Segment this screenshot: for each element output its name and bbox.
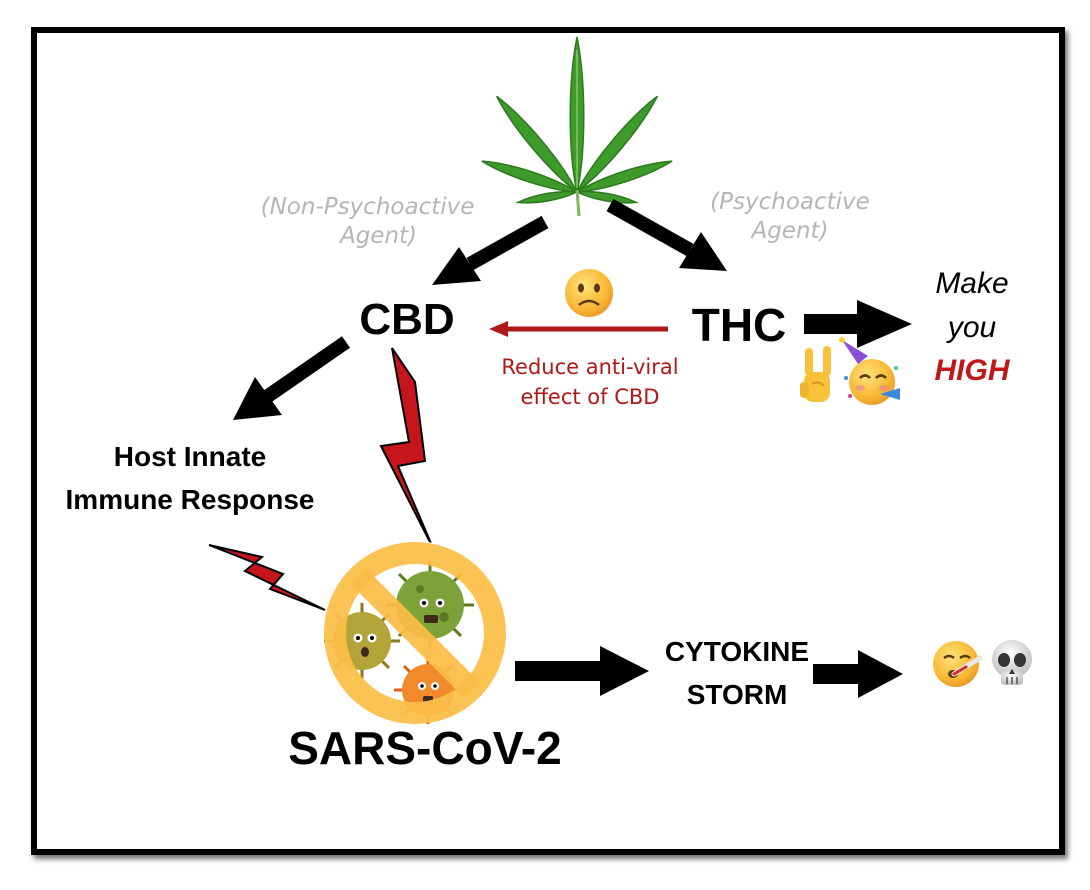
arrow-leaf-to-cbd	[432, 215, 549, 285]
cbd-label: CBD	[359, 295, 455, 344]
party-face-icon	[839, 337, 900, 405]
thc-label: THC	[691, 299, 787, 351]
non-psychoactive-line1: (Non-Psychoactive	[260, 194, 475, 220]
non-psychoactive-line2: Agent)	[339, 222, 418, 249]
inhibit-arrow-thc-to-cbd	[489, 321, 668, 337]
host-immune-label: Host Innate Immune Response	[40, 435, 340, 522]
frowning-face-icon	[565, 269, 613, 317]
skull-icon	[992, 640, 1032, 685]
lightning-bolt-icon	[379, 347, 434, 549]
cannabis-leaf-icon	[481, 36, 673, 217]
cytokine-storm-label: CYTOKINE STORM	[652, 630, 822, 717]
reduce-line1: Reduce anti-viral	[501, 355, 679, 379]
make-line1: Make	[935, 267, 1009, 300]
host-line1: Host Innate	[113, 441, 267, 472]
no-virus-sign-icon	[323, 541, 507, 725]
psychoactive-line1: (Psychoactive	[710, 189, 870, 215]
arrow-leaf-to-thc	[606, 198, 727, 271]
reduce-line2: effect of CBD	[520, 385, 660, 410]
sick-face-icon	[933, 641, 983, 687]
make-line2: you	[947, 310, 997, 344]
lightning-bolt-icon	[208, 544, 326, 611]
arrow-thc-to-high	[804, 300, 912, 348]
rock-on-hand-icon	[800, 346, 831, 402]
cytokine-line2: STORM	[686, 679, 788, 711]
cytokine-line1: CYTOKINE	[664, 636, 810, 667]
psychoactive-line2: Agent)	[751, 217, 829, 244]
non-psychoactive-label: (Non-Psychoactive Agent)	[250, 193, 485, 251]
arrow-sars-to-cytokine	[515, 646, 649, 696]
sars-cov-2-label: SARS-CoV-2	[288, 722, 562, 774]
arrow-cytokine-to-death	[813, 650, 903, 698]
host-line2: Immune Response	[65, 484, 315, 516]
high-text: HIGH	[934, 354, 1010, 387]
make-you-high-label: Make you HIGH	[912, 262, 1032, 393]
reduce-effect-label: Reduce anti-viral effect of CBD	[470, 354, 710, 411]
arrow-cbd-to-host	[233, 336, 350, 420]
psychoactive-label: (Psychoactive Agent)	[700, 188, 880, 246]
